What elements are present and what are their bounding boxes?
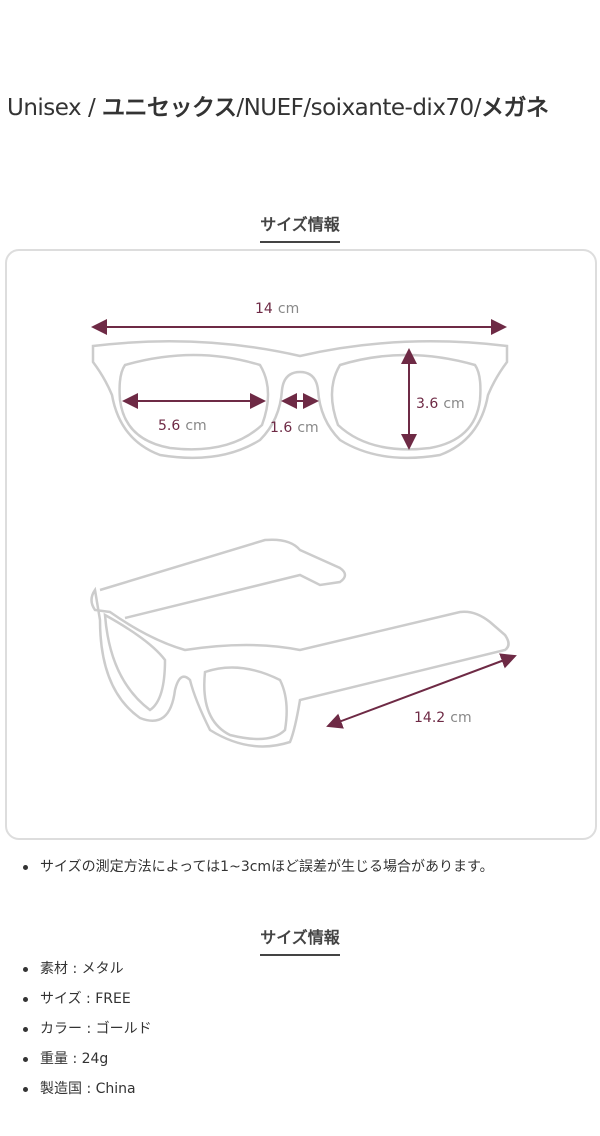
dimension-lines <box>91 319 517 729</box>
front-view-glasses <box>91 340 509 460</box>
size-diagram: 14 cm 5.6 cm 1.6 cm 3.6 cm 14.2 cm <box>5 249 597 840</box>
side-view-glasses <box>90 538 510 748</box>
size-info-heading: サイズ情報 <box>0 211 600 243</box>
spec-list: 素材 : メタル サイズ : FREE カラー : ゴールド 重量 : 24g … <box>22 959 152 1109</box>
size-note-list: サイズの測定方法によっては1~3cmほど誤差が生じる場合があります。 <box>22 857 494 887</box>
lens-height-label: 3.6 cm <box>416 393 465 412</box>
spec-size: サイズ : FREE <box>22 989 152 1019</box>
temple-length-line <box>326 653 517 729</box>
spec-origin: 製造国 : China <box>22 1079 152 1109</box>
total-width-label: 14 cm <box>255 298 299 317</box>
glasses-diagram: 14 cm 5.6 cm 1.6 cm 3.6 cm 14.2 cm <box>90 298 517 748</box>
spec-color: カラー : ゴールド <box>22 1019 152 1049</box>
spec-material: 素材 : メタル <box>22 959 152 989</box>
size-note: サイズの測定方法によっては1~3cmほど誤差が生じる場合があります。 <box>22 857 494 887</box>
spec-weight: 重量 : 24g <box>22 1049 152 1079</box>
spec-heading: サイズ情報 <box>0 924 600 956</box>
temple-length-label: 14.2 cm <box>414 707 472 726</box>
lens-width-label: 5.6 cm <box>158 415 207 434</box>
product-title: Unisex / ユニセックス/NUEF/soixante-dix70/メガネ <box>7 95 549 121</box>
bridge-width-label: 1.6 cm <box>270 417 319 436</box>
